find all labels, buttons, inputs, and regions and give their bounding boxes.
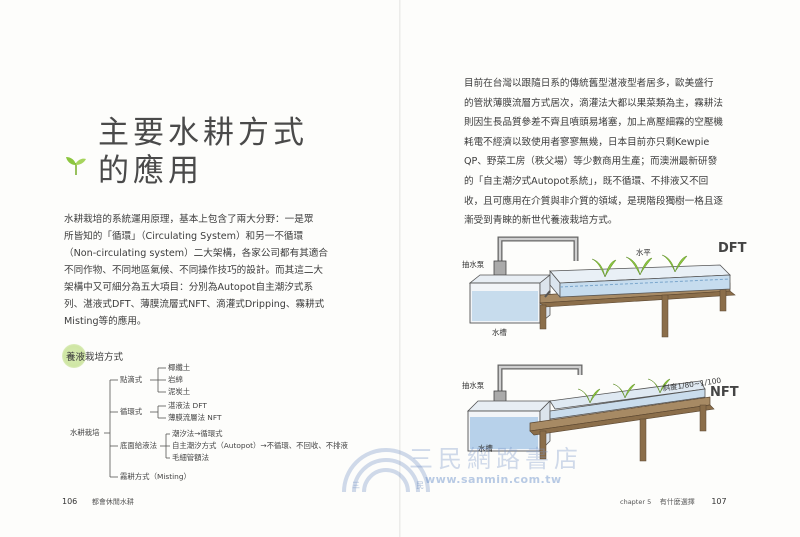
text-line: Misting等的應用。: [64, 316, 147, 327]
watermark-name: 三民網路書店: [409, 445, 583, 473]
text-line: 收，且可應用在介質與非介質的領域，是現階段獨樹一格且逐: [464, 195, 724, 207]
page-title: 主要水耕方式 的應用: [98, 114, 308, 190]
tree-leaf: 潮汐法→循環式: [172, 429, 223, 438]
title-line-2: 的應用: [98, 153, 203, 189]
tree-leaf: 自主潮汐方式（Autopot）→不循環、不回收、不排液: [172, 441, 348, 450]
watermark-left-char: 三: [352, 481, 360, 490]
tree-root: 水耕栽培: [70, 428, 100, 437]
watermark-right-char: 民: [416, 481, 424, 490]
right-paragraph: 目前在台灣以跟隨日系的傳統舊型湛液型者居多，歐美盛行 的管狀薄膜流層方式居次，滴…: [464, 74, 744, 231]
tree-leaf: 毛細管額法: [172, 453, 209, 462]
title-line-1: 主要水耕方式: [98, 115, 308, 151]
nft-tank-label: 水槽: [478, 444, 493, 453]
heading-highlight-blob: [62, 344, 86, 368]
text-line: 所皆知的「循環」（Circulating System）和另一不循環: [64, 231, 304, 242]
text-line: QP、野菜工房（秩父場）等少數商用生產；而澳洲最新研發: [464, 156, 718, 168]
text-line: 架構中又可細分為五大項目：分別為Autopot自主潮汐式系: [64, 282, 314, 293]
tree-branch-1: 點滴式: [120, 375, 143, 384]
tree-leaf: 薄膜流層法 NFT: [168, 413, 222, 422]
watermark-url: www.sanmin.com.tw: [425, 473, 562, 486]
leaf-sprout-icon: [66, 157, 86, 176]
tree-leaf: 椰纖土: [168, 363, 191, 372]
text-line: 水耕栽培的系統運用原理，基本上包含了兩大分野：一是眾: [64, 214, 314, 225]
running-title: 有什麼選擇: [659, 498, 695, 506]
tree-leaf: 泥炭土: [168, 387, 191, 396]
folio-left: 106 都會休閒水耕: [62, 497, 134, 507]
page-number: 106: [62, 497, 78, 506]
dft-tank-label: 水槽: [492, 328, 507, 337]
dft-diagram: [468, 236, 736, 338]
page-gutter: [399, 0, 401, 537]
text-line: 漸受到青睞的新世代養液栽培方式。: [464, 215, 618, 227]
tree-branch-4: 霧耕方式（Misting）: [120, 472, 191, 481]
text-line: 不同作物、不同地區氣候、不同操作技巧的設計。而其這二大: [64, 265, 324, 276]
tree-leaf: 岩綿: [168, 375, 183, 384]
tree-heading: 養液栽培方式: [62, 344, 123, 368]
running-title: 都會休閒水耕: [91, 498, 134, 506]
nft-system-label: NFT: [710, 385, 739, 400]
watermark-arc-logo: [342, 448, 430, 493]
illustration-drawing: [467, 236, 736, 462]
tree-heading-text: 養液栽培方式: [66, 352, 124, 363]
chapter-label: chapter 5: [620, 498, 652, 506]
page-number: 107: [711, 497, 727, 506]
text-line: 列、湛液式DFT、薄膜流層式NFT、滴灌式Dripping、霧耕式: [64, 299, 325, 310]
nft-pump-label: 抽水泵: [462, 381, 485, 390]
tree-branch-2: 循環式: [120, 407, 143, 416]
tree-branch-3: 底面給液法: [120, 441, 157, 450]
text-line: 目前在台灣以跟隨日系的傳統舊型湛液型者居多，歐美盛行: [464, 78, 714, 89]
nft-diagram: [467, 364, 715, 462]
left-paragraph: 水耕栽培的系統運用原理，基本上包含了兩大分野：一是眾 所皆知的「循環」（Circ…: [64, 211, 374, 330]
dft-system-label: DFT: [718, 241, 747, 256]
dft-pump-label: 抽水泵: [462, 260, 485, 269]
text-line: 的「自主潮汐式Autopot系統」，既不循環、不排液又不回: [464, 175, 709, 187]
folio-right: chapter 5 有什麼選擇 107: [620, 497, 727, 507]
text-line: 耗電不經濟以致使用者寥寥無幾，日本目前亦只剩Kewpie: [464, 136, 710, 148]
text-line: 的管狀薄膜流層方式居次，滴灌法大都以果菜類為主，霧耕法: [464, 97, 724, 109]
tree-leaf: 湛液法 DFT: [168, 401, 207, 410]
hydroponic-illustration: 抽水泵 水平 水槽 DFT 抽水泵 斜度1/80~1/100 水槽 NFT: [400, 225, 800, 495]
text-line: （Non-circulating system）二大架構，各家公司都有其適合: [64, 248, 328, 259]
text-line: 則因生長品質參差不齊且噴頭易堵塞，加上高壓細霧的空壓機: [464, 117, 724, 129]
sanmin-watermark: 三 民 三民網路書店 www.sanmin.com.tw: [336, 436, 578, 496]
dft-water-level-label: 水平: [636, 248, 651, 257]
